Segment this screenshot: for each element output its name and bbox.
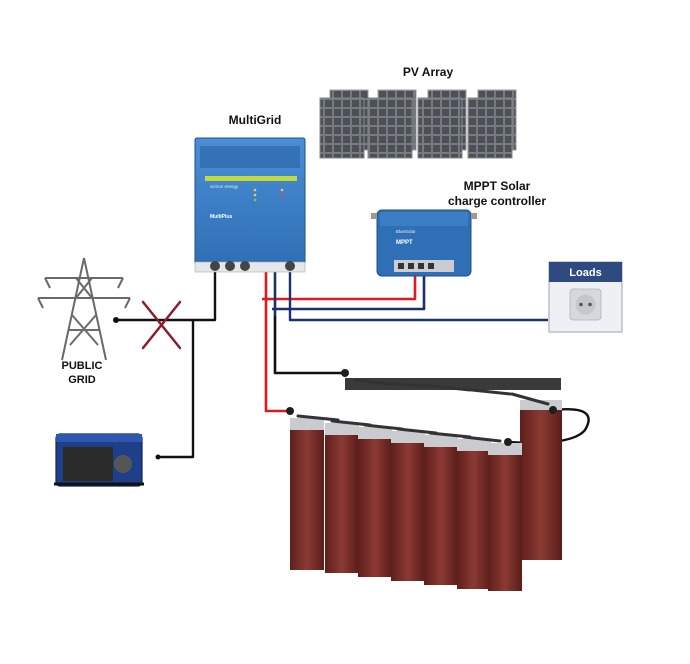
public-grid-label: PUBLIC GRID <box>47 359 117 387</box>
battery-cell <box>358 427 392 577</box>
mppt-label-line1: MPPT Solar <box>463 179 531 193</box>
loads-box: Loads <box>548 261 623 333</box>
loads-header <box>549 262 622 282</box>
public-grid-line2: GRID <box>68 374 96 386</box>
negative-wire <box>273 316 345 375</box>
battery-interconnects <box>296 378 550 443</box>
mppt-charge-controller: BlueSolar MPPT <box>371 209 477 277</box>
generator-wire <box>158 320 195 459</box>
loads-wire <box>288 262 548 322</box>
multigrid-label: MultiGrid <box>228 113 282 127</box>
solar-panel <box>467 89 517 159</box>
battery-cell <box>457 439 491 589</box>
loads-label: Loads <box>569 267 601 279</box>
solar-panel <box>319 89 369 159</box>
battery-cell <box>391 431 425 581</box>
solar-panel <box>417 89 467 159</box>
multigrid-leds <box>253 188 284 202</box>
multigrid-model: MultiPlus <box>210 214 232 220</box>
positive-wire <box>264 262 290 413</box>
junction-dot <box>113 317 119 323</box>
mppt-label-line2: charge controller <box>447 194 547 208</box>
positive-wire <box>262 275 417 301</box>
grid-wire <box>116 262 217 322</box>
status-strip <box>205 176 297 181</box>
battery-bank-rear <box>345 378 562 560</box>
negative-wire <box>272 275 426 311</box>
mppt-label: MPPT Solar charge controller <box>432 179 562 209</box>
cable-glands <box>210 261 295 271</box>
solar-panel <box>367 89 417 159</box>
junction-dot <box>155 454 161 460</box>
pv-array-label: PV Array <box>402 65 454 79</box>
battery-cell <box>290 418 324 570</box>
battery-cell <box>488 443 522 591</box>
dc-wiring <box>262 262 426 413</box>
battery-cell <box>325 423 359 573</box>
disconnect-x-icon <box>141 300 182 350</box>
mppt-model: MPPT <box>396 240 413 246</box>
socket-icon <box>569 288 602 321</box>
battery-cell <box>424 435 458 585</box>
mppt-brand: BlueSolar <box>396 229 416 234</box>
pv-array <box>319 89 517 159</box>
generator-icon <box>54 433 144 487</box>
battery-bank-front <box>290 418 522 591</box>
battery-terminals <box>286 369 557 446</box>
multigrid-inverter: victron energy MultiPlus <box>194 137 306 273</box>
power-pylon-icon <box>37 257 131 361</box>
multigrid-brand: victron energy <box>210 184 239 189</box>
public-grid-line1: PUBLIC <box>61 360 103 372</box>
